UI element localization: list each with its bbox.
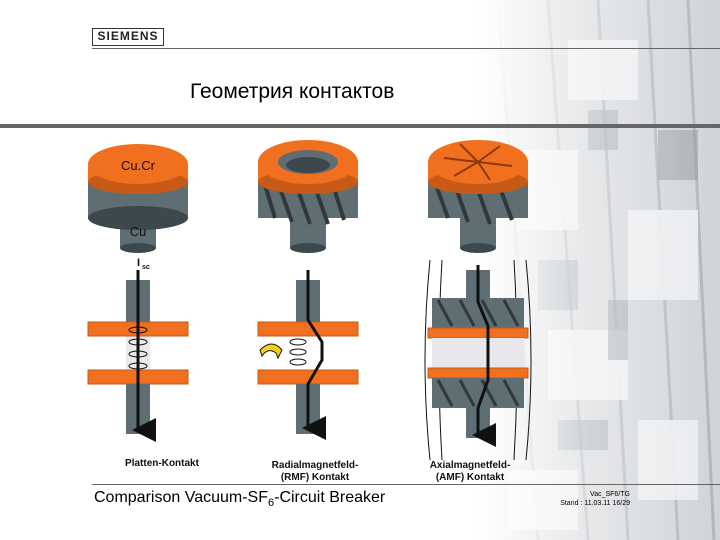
footer-title-main: Comparison Vacuum-SF bbox=[94, 489, 268, 506]
siemens-logo: SIEMENS bbox=[92, 28, 164, 46]
footer-title-tail: -Circuit Breaker bbox=[274, 489, 386, 506]
rmf-contact-disc bbox=[258, 140, 358, 253]
caption-rmf-line1: Radialmagnetfeld- bbox=[271, 460, 359, 471]
amf-contact-disc bbox=[428, 140, 528, 253]
rmf-contact-section bbox=[257, 270, 359, 440]
footer-ref-line2: Stand : 11.03.11 16/29 bbox=[560, 500, 630, 507]
footer-reference: Vac_SF6/TG Stand : 11.03.11 16/29 bbox=[540, 490, 630, 508]
footer-title-subscript: 6 bbox=[267, 497, 275, 510]
footer-title: Comparison Vacuum-SF6-Circuit Breaker bbox=[94, 489, 385, 509]
plate-contact-section: I sc bbox=[87, 257, 189, 442]
amf-contact-section bbox=[424, 259, 532, 461]
contact-geometry-illustration: Cu.Cr Cu I sc bbox=[87, 140, 532, 461]
current-label: I bbox=[137, 257, 140, 269]
current-label-subscript: sc bbox=[142, 264, 150, 271]
footer-divider bbox=[92, 484, 720, 485]
page-title: Геометрия контактов bbox=[190, 80, 395, 103]
caption-plate-contact: Platten-Kontakt bbox=[125, 458, 199, 469]
footer-ref-line1: Vac_SF6/TG bbox=[590, 491, 630, 498]
caption-amf-line2: (AMF) Kontakt bbox=[435, 472, 505, 483]
caption-amf-contact: Axialmagnetfeld- (AMF) Kontakt bbox=[405, 460, 535, 484]
plate-contact-disc: Cu.Cr Cu bbox=[88, 144, 188, 253]
material-label-cucr: Cu.Cr bbox=[121, 158, 156, 173]
title-divider bbox=[0, 124, 720, 128]
material-label-cu: Cu bbox=[130, 224, 147, 239]
header-divider bbox=[92, 48, 720, 49]
caption-amf-line1: Axialmagnetfeld- bbox=[429, 460, 511, 471]
caption-rmf-line2: (RMF) Kontakt bbox=[280, 472, 350, 483]
caption-rmf-contact: Radialmagnetfeld- (RMF) Kontakt bbox=[250, 460, 380, 484]
